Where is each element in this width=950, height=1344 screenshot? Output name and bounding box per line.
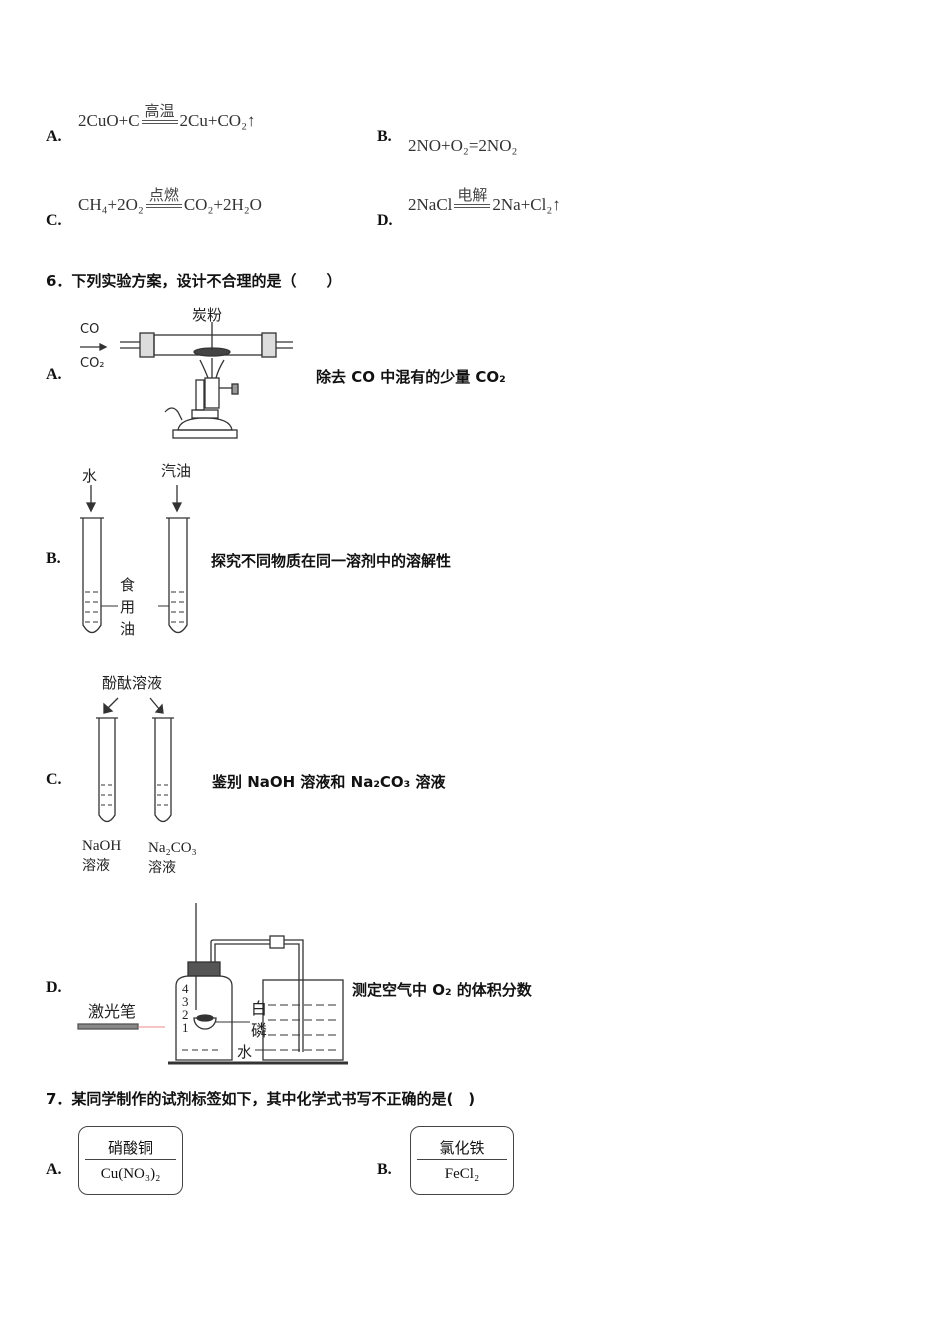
equation-lhs: 2CuO+C	[78, 111, 140, 130]
equation-lhs: 2NaCl	[408, 195, 453, 214]
q5-option-d-label: D.	[377, 212, 393, 229]
carbon-powder-label: 炭粉	[192, 306, 223, 324]
water-label-d: 水	[237, 1043, 253, 1061]
na2co3-solution-label: Na₂CO₃ 溶液	[148, 838, 197, 878]
scale-mark: 4	[182, 981, 189, 996]
q5-option-a-label: A.	[46, 128, 62, 145]
q5-option-c-equation: CH₄+2O₂ 点燃 CO₂+2H₂O	[78, 186, 262, 215]
q6-option-d-description: 测定空气中 O₂ 的体积分数	[352, 981, 532, 999]
naoh-solution-label: NaOH 溶液	[82, 836, 121, 876]
gas-co-label: CO	[80, 322, 100, 337]
reagent-label-a: 硝酸铜 Cu(NO₃)₂	[78, 1126, 183, 1195]
edible-oil-label: 食 用 油	[120, 574, 138, 640]
reaction-condition: 电解	[457, 186, 488, 204]
diagram-a-apparatus	[80, 322, 293, 439]
question-6-title: 6．下列实验方案，设计不合理的是（ ）	[46, 272, 342, 290]
reaction-condition: 点燃	[148, 186, 179, 204]
diagram-c-apparatus	[96, 697, 174, 823]
white-phosphorus-label: 白 磷	[251, 998, 267, 1042]
q6-option-a-description: 除去 CO 中混有的少量 CO₂	[316, 368, 506, 386]
gasoline-label: 汽油	[161, 462, 192, 480]
volume-scale: 4 3 2 1	[182, 982, 189, 1034]
scale-mark: 3	[182, 994, 189, 1009]
oil-char: 食	[120, 576, 136, 594]
label-line: NaOH	[82, 838, 122, 854]
reaction-condition: 高温	[144, 102, 175, 120]
q7-option-a-label: A.	[46, 1161, 62, 1178]
equation-rhs: CO₂+2H₂O	[183, 195, 262, 214]
q5-option-b-equation: 2NO+O₂=2NO₂	[408, 136, 518, 155]
diagram-b-apparatus	[80, 485, 190, 634]
label-line: 溶液	[148, 860, 176, 876]
diagram-d-apparatus	[77, 903, 348, 1065]
oil-char: 用	[120, 598, 136, 616]
q6-option-d-label: D.	[46, 979, 62, 996]
reagent-label-b: 氯化铁 FeCl₂	[410, 1126, 514, 1195]
gas-co2-label: CO₂	[80, 356, 105, 371]
q5-option-b-label: B.	[377, 128, 392, 145]
q5-option-d-equation: 2NaCl 电解 2Na+Cl₂↑	[408, 186, 561, 215]
label-line: 溶液	[82, 858, 110, 874]
equation-lhs: CH₄+2O₂	[78, 195, 144, 214]
q7-option-b-label: B.	[377, 1161, 392, 1178]
label-char: 白	[251, 999, 268, 1018]
q6-option-c-label: C.	[46, 771, 62, 788]
question-7-title: 7．某同学制作的试剂标签如下，其中化学式书写不正确的是( )	[46, 1090, 476, 1108]
q6-option-c-description: 鉴别 NaOH 溶液和 Na₂CO₃ 溶液	[212, 773, 446, 791]
equation-rhs: 2Cu+CO₂↑	[179, 111, 256, 130]
scale-mark: 1	[182, 1020, 189, 1035]
label-line: Na₂CO₃	[148, 840, 197, 856]
reagent-formula: Cu(NO₃)₂	[100, 1166, 161, 1182]
laser-pen-label: 激光笔	[88, 1002, 137, 1021]
phenolphthalein-label: 酚酞溶液	[102, 674, 163, 692]
q5-option-a-equation: 2CuO+C 高温 2Cu+CO₂↑	[78, 102, 256, 131]
reagent-name: 氯化铁	[417, 1127, 507, 1160]
label-char: 磷	[251, 1021, 268, 1040]
water-label: 水	[82, 467, 98, 485]
equation-rhs: 2Na+Cl₂↑	[492, 195, 561, 214]
oil-char: 油	[120, 620, 136, 638]
q6-option-b-label: B.	[46, 550, 61, 567]
scale-mark: 2	[182, 1007, 189, 1022]
q6-option-a-label: A.	[46, 366, 62, 383]
q5-option-c-label: C.	[46, 212, 62, 229]
reagent-formula: FeCl₂	[444, 1166, 480, 1182]
q6-option-b-description: 探究不同物质在同一溶剂中的溶解性	[211, 552, 452, 570]
reagent-name: 硝酸铜	[85, 1127, 176, 1160]
